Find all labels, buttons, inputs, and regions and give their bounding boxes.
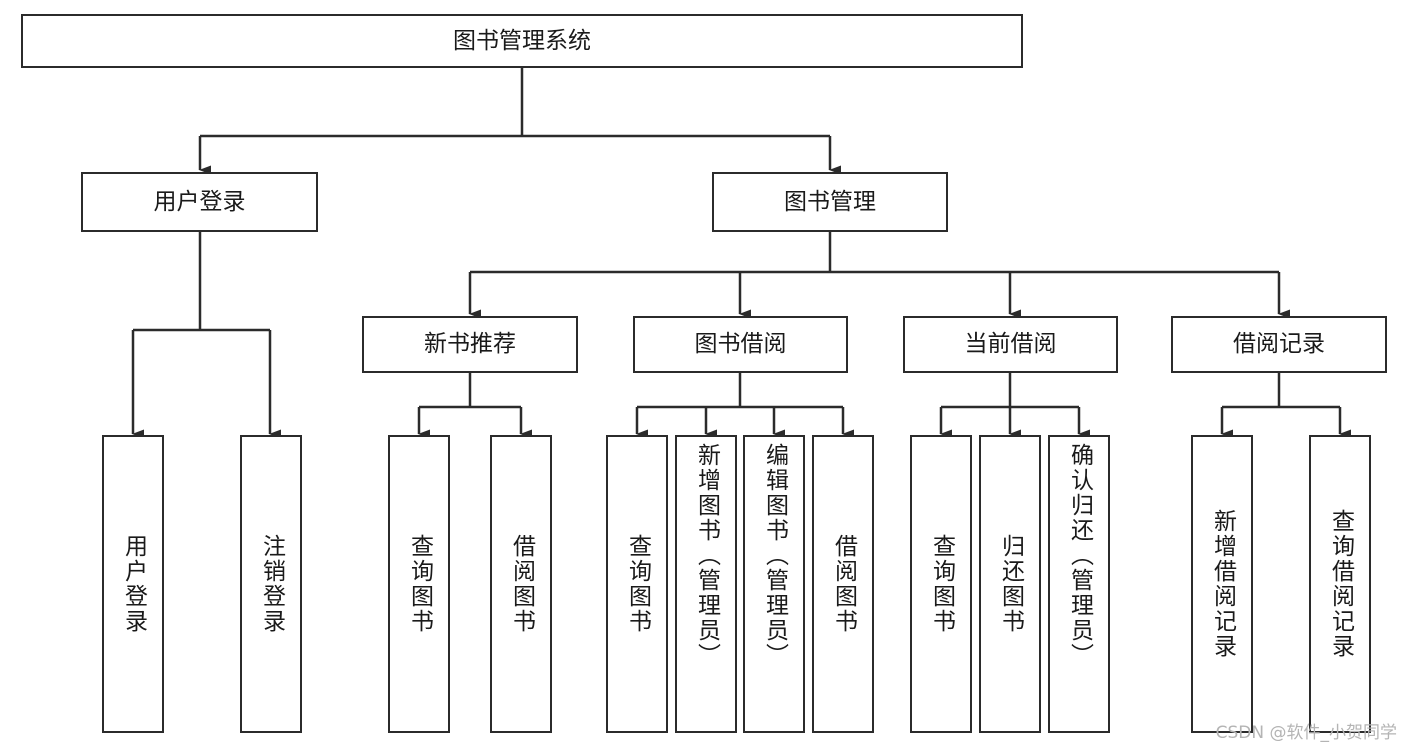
node-book-borrow-label: 图书借阅 bbox=[694, 331, 787, 358]
node-leaf-add-record[interactable]: 新增借阅记录 bbox=[1191, 435, 1253, 733]
node-borrow-record-label: 借阅记录 bbox=[1233, 331, 1325, 358]
node-leaf-add-book-label: 新增图书（管理员） bbox=[693, 443, 720, 668]
node-leaf-user-login-label: 用户登录 bbox=[120, 534, 147, 634]
node-leaf-borrow-book-2[interactable]: 借阅图书 bbox=[812, 435, 874, 733]
node-user-login-label: 用户登录 bbox=[153, 188, 246, 215]
node-leaf-query-book-3[interactable]: 查询图书 bbox=[910, 435, 972, 733]
watermark-text: CSDN @软件_小贺同学 bbox=[1215, 723, 1397, 743]
node-leaf-user-login[interactable]: 用户登录 bbox=[102, 435, 164, 733]
node-leaf-query-book-2[interactable]: 查询图书 bbox=[606, 435, 668, 733]
node-leaf-edit-book-label: 编辑图书（管理员） bbox=[761, 443, 788, 668]
node-leaf-query-record[interactable]: 查询借阅记录 bbox=[1309, 435, 1371, 733]
node-borrow-record[interactable]: 借阅记录 bbox=[1171, 316, 1387, 373]
node-leaf-logout-login[interactable]: 注销登录 bbox=[240, 435, 302, 733]
node-leaf-return-book-label: 归还图书 bbox=[997, 534, 1024, 634]
node-leaf-query-book-3-label: 查询图书 bbox=[928, 534, 955, 634]
node-book-borrow[interactable]: 图书借阅 bbox=[633, 316, 848, 373]
node-book-management-label: 图书管理 bbox=[784, 188, 876, 215]
node-leaf-add-book[interactable]: 新增图书（管理员） bbox=[675, 435, 737, 733]
node-leaf-borrow-book-2-label: 借阅图书 bbox=[830, 534, 857, 634]
node-leaf-query-book-1-label: 查询图书 bbox=[406, 534, 433, 634]
node-leaf-borrow-book-1[interactable]: 借阅图书 bbox=[490, 435, 552, 733]
node-leaf-return-book[interactable]: 归还图书 bbox=[979, 435, 1041, 733]
node-current-borrow[interactable]: 当前借阅 bbox=[903, 316, 1118, 373]
node-leaf-borrow-book-1-label: 借阅图书 bbox=[508, 534, 535, 634]
node-root-label: 图书管理系统 bbox=[453, 27, 591, 54]
node-leaf-confirm-return[interactable]: 确认归还（管理员） bbox=[1048, 435, 1110, 733]
node-leaf-confirm-return-label: 确认归还（管理员） bbox=[1066, 443, 1093, 668]
node-leaf-edit-book[interactable]: 编辑图书（管理员） bbox=[743, 435, 805, 733]
node-root[interactable]: 图书管理系统 bbox=[21, 14, 1023, 68]
node-leaf-query-book-1[interactable]: 查询图书 bbox=[388, 435, 450, 733]
node-leaf-query-book-2-label: 查询图书 bbox=[624, 534, 651, 634]
node-new-book-recommend-label: 新书推荐 bbox=[424, 331, 516, 358]
node-leaf-add-record-label: 新增借阅记录 bbox=[1209, 509, 1236, 659]
node-current-borrow-label: 当前借阅 bbox=[964, 331, 1057, 358]
node-leaf-query-record-label: 查询借阅记录 bbox=[1327, 509, 1354, 659]
node-book-management[interactable]: 图书管理 bbox=[712, 172, 948, 232]
node-leaf-logout-login-label: 注销登录 bbox=[258, 534, 285, 634]
node-user-login[interactable]: 用户登录 bbox=[81, 172, 318, 232]
node-new-book-recommend[interactable]: 新书推荐 bbox=[362, 316, 578, 373]
